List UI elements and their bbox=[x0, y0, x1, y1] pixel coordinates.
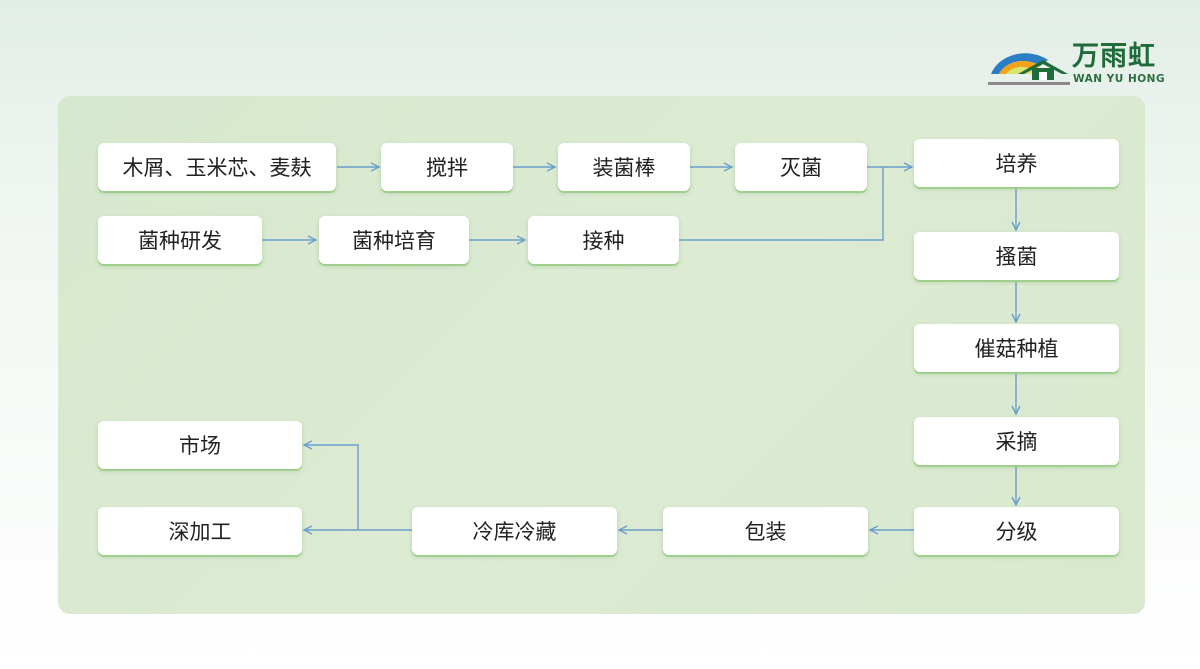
arrow-cold-to-market bbox=[302, 440, 359, 530]
node-deep-processing: 深加工 bbox=[98, 507, 302, 555]
node-culture: 培养 bbox=[914, 139, 1119, 187]
node-cold-storage: 冷库冷藏 bbox=[412, 507, 617, 555]
node-fruiting: 催菇种植 bbox=[914, 324, 1119, 372]
node-market: 市场 bbox=[98, 421, 302, 469]
brand-name-en: WAN YU HONG bbox=[1073, 73, 1166, 85]
brand-logo: 万雨虹 WAN YU HONG bbox=[988, 40, 1178, 90]
node-sterilize: 灭菌 bbox=[735, 143, 867, 191]
arrow-inoculate-to-culture bbox=[679, 167, 884, 241]
node-raw-materials: 木屑、玉米芯、麦麸 bbox=[98, 143, 336, 191]
node-pack: 包装 bbox=[663, 507, 868, 555]
node-inoculate: 接种 bbox=[528, 216, 679, 264]
node-harvest: 采摘 bbox=[914, 417, 1119, 465]
node-grade: 分级 bbox=[914, 507, 1119, 555]
node-spawn-breed: 菌种培育 bbox=[319, 216, 469, 264]
node-scratch: 搔菌 bbox=[914, 232, 1119, 280]
rainbow-logo-icon bbox=[988, 53, 1070, 85]
node-bag-stick: 装菌棒 bbox=[558, 143, 690, 191]
node-stir: 搅拌 bbox=[381, 143, 513, 191]
brand-name-cn: 万雨虹 bbox=[1072, 41, 1156, 72]
node-spawn-rd: 菌种研发 bbox=[98, 216, 262, 264]
